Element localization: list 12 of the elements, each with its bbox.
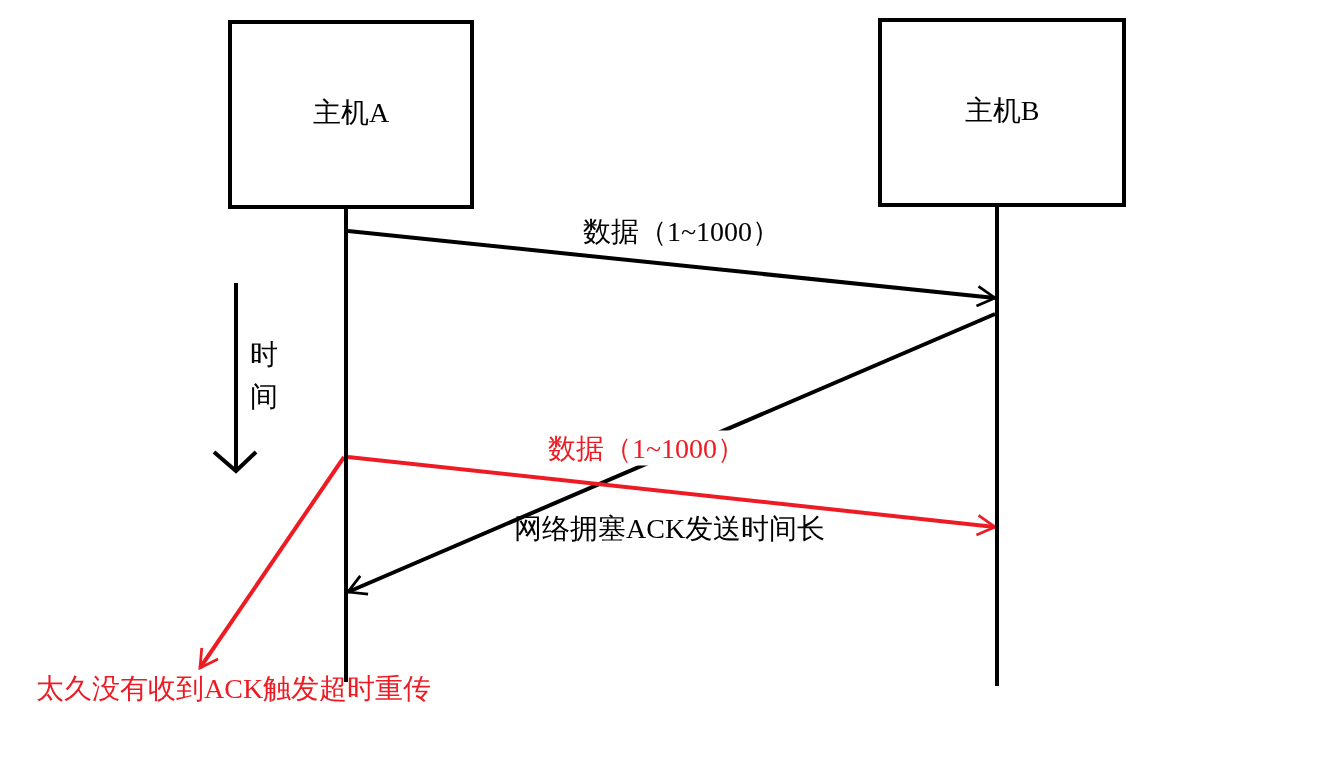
- host-name: 主机A: [312, 96, 390, 130]
- arrow: [198, 455, 346, 670]
- host-box: [878, 18, 1126, 207]
- time-label: 时间: [250, 338, 278, 414]
- lifeline: [344, 209, 348, 682]
- lifeline: [995, 207, 999, 686]
- arrow: [346, 312, 996, 596]
- host-name: 主机B: [964, 94, 1040, 128]
- host-name: 太久没有收到ACK触发超时重传: [36, 673, 432, 704]
- arrow: [347, 229, 997, 308]
- arrow: [347, 455, 997, 537]
- host-box: [228, 20, 474, 209]
